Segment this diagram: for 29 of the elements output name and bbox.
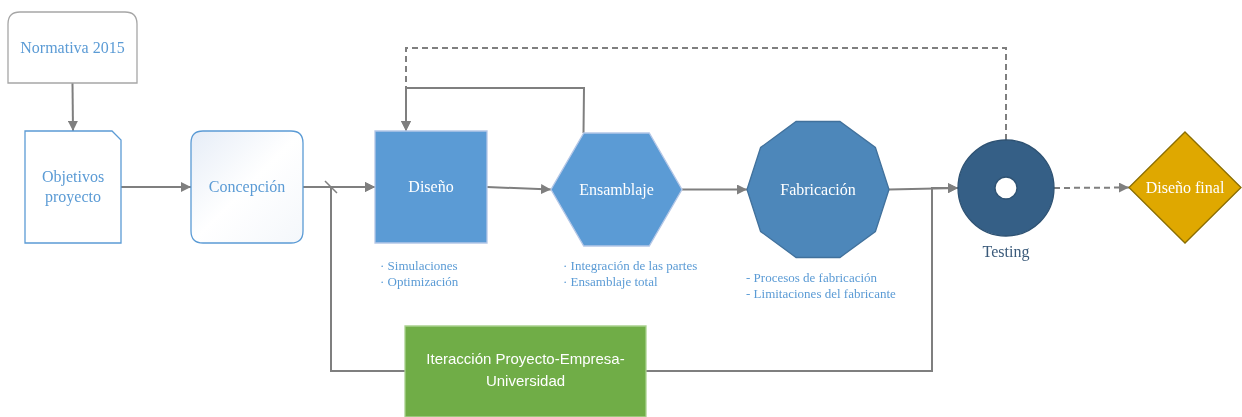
process-box (405, 326, 646, 417)
node-note: - Procesos de fabricación (746, 270, 878, 286)
node-note: · Simulaciones (380, 258, 458, 274)
arrow (681, 184, 748, 195)
arrow (330, 182, 406, 372)
node-label: Ensamblaje (578, 179, 655, 200)
node-label: Objetivos proyecto (40, 167, 106, 207)
hexagon-shape (551, 133, 682, 246)
node-note: · Integración de las partes (563, 258, 698, 274)
node-label: Diseño final (1144, 177, 1226, 198)
dashed-arrow (1053, 182, 1130, 193)
dashed-arrow (401, 47, 1007, 141)
standard-box (8, 12, 137, 83)
node-label: Concepción (207, 177, 287, 197)
node-label: Iteracción Proyecto-Empresa-Universidad (425, 349, 626, 391)
node-label: Normativa 2015 (19, 37, 126, 58)
node-note: · Optimización (380, 274, 459, 290)
node-label: Diseño (407, 177, 455, 197)
process-box (375, 131, 487, 243)
node-label: Testing (981, 242, 1031, 262)
node-label: Fabricación (779, 179, 857, 200)
document-shape (25, 131, 121, 243)
process-box (191, 131, 303, 243)
node-note: · Ensamblaje total (563, 274, 658, 290)
decagon-shape (747, 118, 889, 261)
decision-diamond (1129, 132, 1241, 243)
ring-shape (958, 140, 1054, 264)
arrow (67, 82, 78, 132)
node-note: - Limitaciones del fabricante (746, 286, 896, 302)
